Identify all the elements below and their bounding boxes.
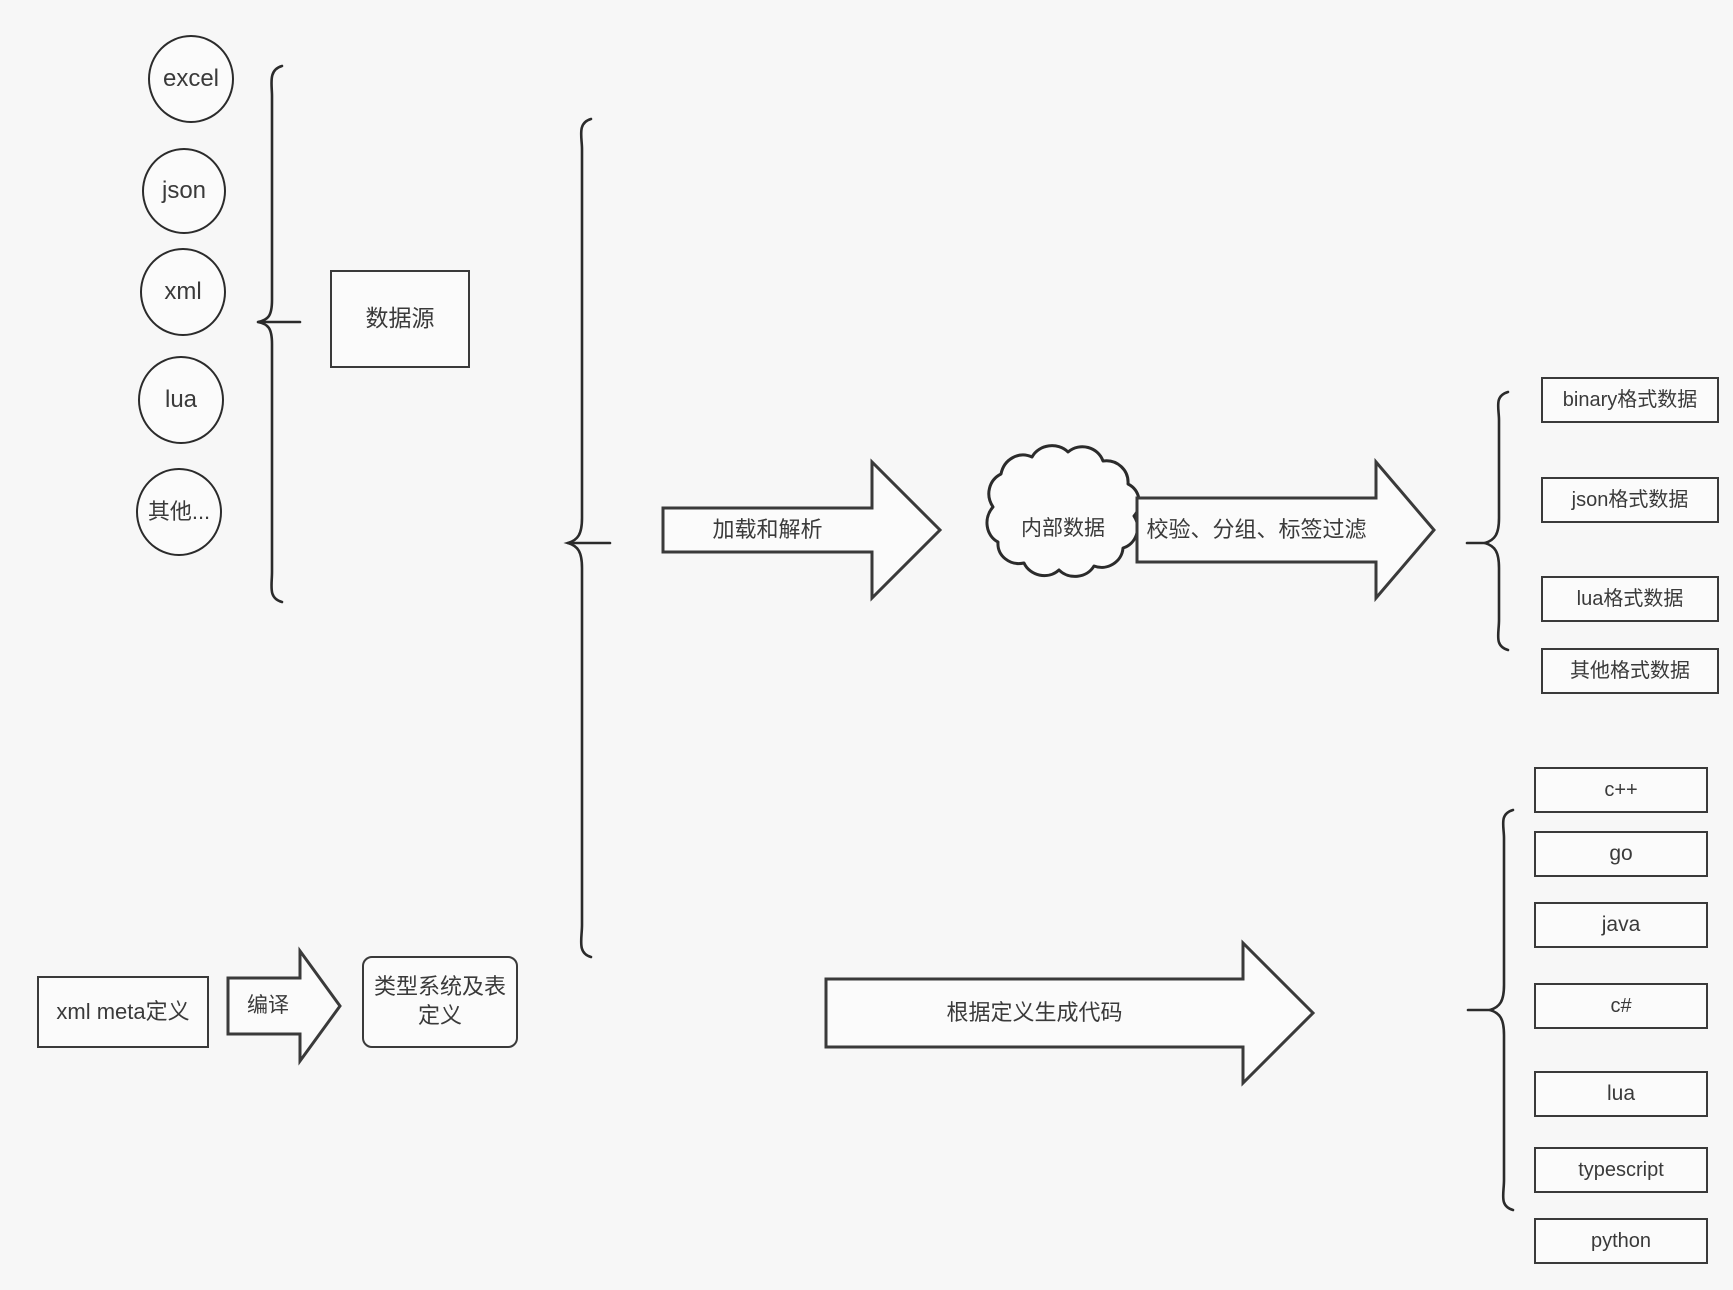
output-language-box-typescript[interactable] — [1534, 1147, 1708, 1193]
output-format-box-binary[interactable] — [1541, 377, 1719, 423]
brace-sources — [257, 64, 284, 604]
arrow-compile — [226, 946, 342, 1066]
source-node-lua[interactable] — [138, 356, 224, 444]
source-node-other[interactable] — [136, 468, 222, 556]
source-node-excel[interactable] — [148, 35, 234, 123]
arrow-validate-group-filter — [1135, 457, 1436, 603]
output-language-box-java[interactable] — [1534, 902, 1708, 948]
output-language-box-go[interactable] — [1534, 831, 1708, 877]
brace-output-formats — [1480, 390, 1510, 652]
xml-meta-definition-box[interactable] — [37, 976, 209, 1048]
output-language-box-csharp[interactable] — [1534, 983, 1708, 1029]
output-format-box-json[interactable] — [1541, 477, 1719, 523]
arrow-load-parse — [661, 458, 943, 602]
brace-inputs — [563, 117, 593, 959]
arrow-generate-code — [824, 939, 1316, 1087]
output-language-box-cpp[interactable] — [1534, 767, 1708, 813]
output-format-box-other[interactable] — [1541, 648, 1719, 694]
output-language-box-python[interactable] — [1534, 1218, 1708, 1264]
data-source-box[interactable] — [330, 270, 470, 368]
output-language-box-lua[interactable] — [1534, 1071, 1708, 1117]
source-node-json[interactable] — [142, 148, 226, 234]
source-node-xml[interactable] — [140, 248, 226, 336]
cloud-internal-data — [985, 444, 1141, 578]
brace-output-languages — [1485, 808, 1515, 1212]
type-system-box[interactable] — [362, 956, 518, 1048]
output-format-box-lua[interactable] — [1541, 576, 1719, 622]
